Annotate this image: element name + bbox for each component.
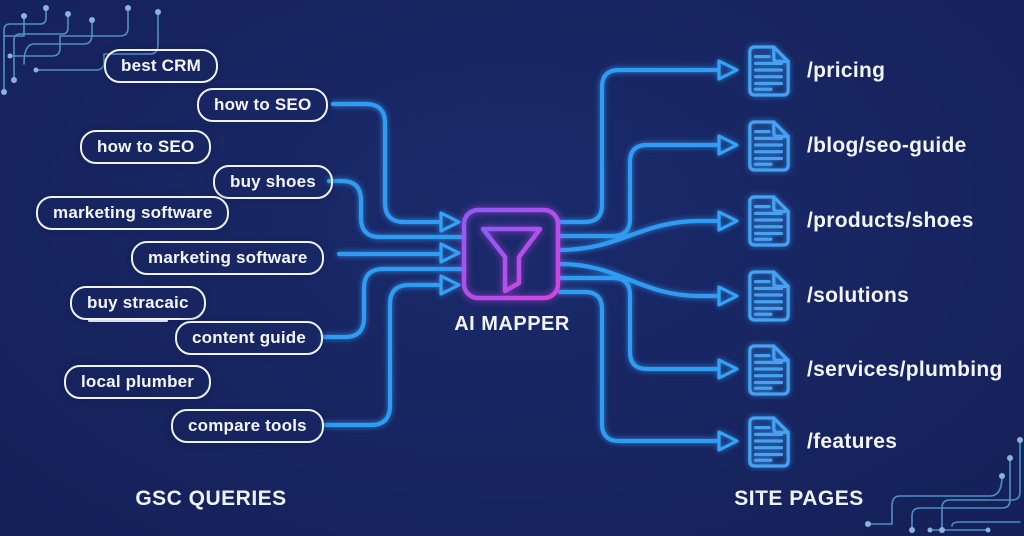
wire-products — [557, 218, 719, 253]
query-label: how to SEO — [97, 137, 195, 156]
stray-line — [88, 319, 168, 322]
query-label: best CRM — [121, 56, 201, 75]
page-label: /blog/seo-guide — [807, 134, 967, 157]
query-pill: buy shoes — [213, 165, 333, 199]
wire-buyshoes — [326, 178, 465, 240]
page-label: /products/shoes — [807, 209, 974, 232]
query-label: local plumber — [81, 372, 195, 391]
wire-howtoseo — [330, 101, 441, 225]
page-row: /features — [746, 415, 897, 469]
query-label: compare tools — [188, 416, 307, 435]
wire-blog — [557, 142, 719, 239]
query-label: buy stracaic — [87, 293, 189, 312]
wire-pricing — [557, 67, 719, 225]
query-pill: content guide — [175, 321, 324, 355]
mapper-label: AI MAPPER — [454, 313, 570, 335]
funnel-chip-icon — [461, 195, 561, 313]
query-pill: local plumber — [64, 365, 212, 399]
query-label: marketing software — [148, 248, 308, 267]
document-icon — [748, 195, 790, 247]
page-row: /solutions — [746, 269, 909, 323]
query-pill: best CRM — [104, 49, 218, 83]
query-wires — [321, 101, 465, 428]
document-icon — [748, 270, 790, 322]
wire-contentguide — [321, 266, 465, 340]
document-icon — [748, 45, 790, 97]
query-label: how to SEO — [214, 95, 312, 114]
arrow-right-icons-right — [717, 59, 739, 452]
wire-solutions — [557, 261, 719, 299]
circuit-trace-icon — [865, 437, 1023, 533]
document-icon — [748, 344, 790, 396]
chip-pins — [479, 195, 543, 313]
query-pill: buy stracaic — [70, 286, 206, 320]
query-label: marketing software — [53, 203, 213, 222]
circuit-trace-icon — [1, 5, 161, 95]
page-label: /services/plumbing — [807, 358, 1003, 381]
query-pill: how to SEO — [197, 88, 329, 122]
query-pill: marketing software — [131, 241, 325, 275]
page-label: /pricing — [807, 59, 886, 82]
page-row: /services/plumbing — [746, 343, 1003, 397]
query-label: content guide — [192, 328, 307, 347]
page-row: /blog/seo-guide — [746, 119, 967, 173]
section-label-pages: SITE PAGES — [734, 487, 864, 510]
wire-services — [557, 275, 719, 372]
query-label: buy shoes — [230, 172, 316, 191]
arrow-right-icons-left — [439, 211, 461, 296]
query-pill: marketing software — [36, 196, 230, 230]
document-icon — [748, 416, 790, 468]
page-label: /features — [807, 430, 898, 453]
page-wires — [557, 67, 719, 444]
wire-features — [557, 289, 719, 444]
page-label: /solutions — [807, 284, 910, 307]
funnel-icon — [480, 226, 543, 294]
document-icon — [748, 120, 790, 172]
page-row: /pricing — [746, 44, 885, 98]
query-pill: how to SEO — [80, 130, 212, 164]
query-pill: compare tools — [171, 409, 324, 443]
page-row: /products/shoes — [746, 194, 974, 248]
section-label-queries: GSC QUERIES — [135, 487, 287, 510]
wire-comparetools — [322, 282, 441, 428]
